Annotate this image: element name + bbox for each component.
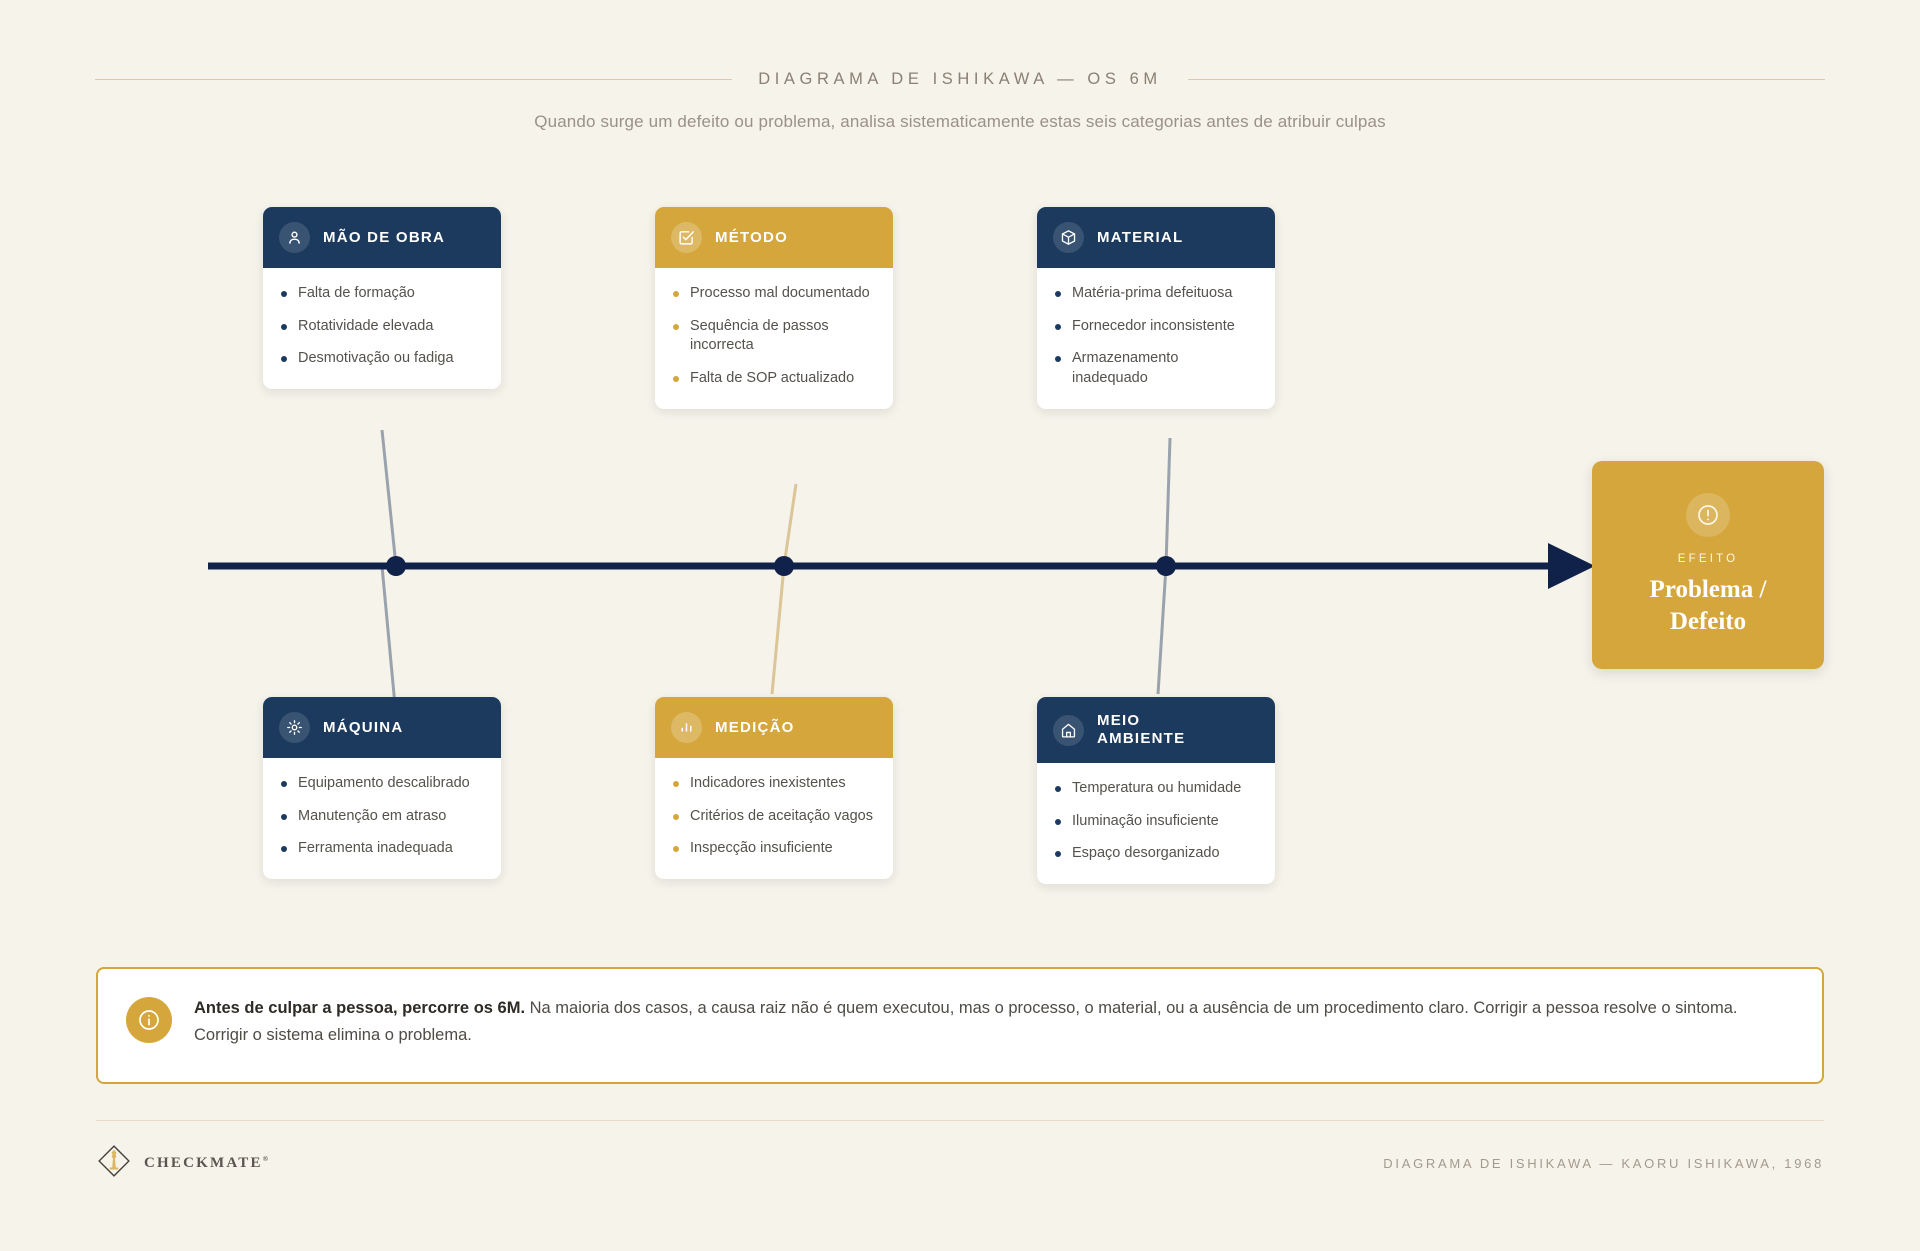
- callout-lead: Antes de culpar a pessoa, percorre os 6M…: [194, 999, 526, 1017]
- check-square-icon: [671, 222, 702, 253]
- callout-text: Antes de culpar a pessoa, percorre os 6M…: [194, 995, 1792, 1050]
- package-box-icon: [1053, 222, 1084, 253]
- page-footer: CHECKMATE® DIAGRAMA DE ISHIKAWA — KAORU …: [96, 1135, 1824, 1191]
- registered-mark: ®: [262, 1154, 271, 1163]
- connector-metodo: [782, 483, 798, 567]
- connector-mao-de-obra: [380, 429, 398, 567]
- list-item: Critérios de aceitação vagos: [673, 807, 875, 827]
- list-item: Iluminação insuficiente: [1055, 812, 1257, 832]
- header-rule-left: [95, 79, 733, 80]
- page-header: DIAGRAMA DE ISHIKAWA — OS 6M Quando surg…: [0, 70, 1920, 132]
- card-header-medicao: MEDIÇÃO: [655, 697, 893, 758]
- card-metodo[interactable]: MÉTODO Processo mal documentado Sequênci…: [655, 207, 893, 409]
- list-item: Temperatura ou humidade: [1055, 779, 1257, 799]
- alert-circle-icon: [1686, 493, 1730, 538]
- effect-label: EFEITO: [1677, 553, 1739, 566]
- card-maquina[interactable]: MÁQUINA Equipamento descalibrado Manuten…: [263, 697, 501, 880]
- list-item: Equipamento descalibrado: [281, 774, 483, 794]
- card-meio-ambiente[interactable]: MEIO AMBIENTE Temperatura ou humidade Il…: [1037, 697, 1275, 885]
- callout-body: Na maioria dos casos, a causa raiz não é…: [194, 999, 1738, 1045]
- list-item: Fornecedor inconsistente: [1055, 317, 1257, 337]
- brand-logo[interactable]: CHECKMATE®: [96, 1143, 270, 1184]
- spine-arrow-head: [1548, 543, 1595, 589]
- card-body-material: Matéria-prima defeituosa Fornecedor inco…: [1037, 268, 1275, 409]
- list-item: Matéria-prima defeituosa: [1055, 284, 1257, 304]
- card-body-maquina: Equipamento descalibrado Manutenção em a…: [263, 758, 501, 879]
- card-title-meio-ambiente: MEIO AMBIENTE: [1097, 712, 1186, 747]
- person-icon: [279, 222, 310, 253]
- checkmate-diamond-icon: [96, 1143, 132, 1184]
- card-header-material: MATERIAL: [1037, 207, 1275, 268]
- list-item: Falta de formação: [281, 284, 483, 304]
- brand-name: CHECKMATE®: [144, 1154, 271, 1171]
- callout-box: Antes de culpar a pessoa, percorre os 6M…: [96, 967, 1824, 1084]
- list-item: Manutenção em atraso: [281, 807, 483, 827]
- list-item: Inspecção insuficiente: [673, 839, 875, 859]
- page-title: DIAGRAMA DE ISHIKAWA — OS 6M: [758, 70, 1162, 88]
- header-rule-right: [1187, 79, 1825, 80]
- bar-chart-icon: [671, 712, 702, 743]
- page-subtitle: Quando surge um defeito ou problema, ana…: [534, 112, 1386, 131]
- list-item: Rotatividade elevada: [281, 317, 483, 337]
- card-title-maquina: MÁQUINA: [323, 718, 404, 736]
- card-title-material: MATERIAL: [1097, 228, 1184, 246]
- card-header-meio-ambiente: MEIO AMBIENTE: [1037, 697, 1275, 763]
- card-mao-de-obra[interactable]: MÃO DE OBRA Falta de formação Rotativida…: [263, 207, 501, 390]
- list-item: Sequência de passos incorrecta: [673, 317, 875, 356]
- card-body-metodo: Processo mal documentado Sequência de pa…: [655, 268, 893, 409]
- list-item: Processo mal documentado: [673, 284, 875, 304]
- spine-node-3: [1156, 556, 1176, 576]
- spine-node-2: [774, 556, 794, 576]
- list-item: Indicadores inexistentes: [673, 774, 875, 794]
- connector-maquina: [380, 565, 398, 717]
- card-body-meio-ambiente: Temperatura ou humidade Iluminação insuf…: [1037, 763, 1275, 884]
- card-title-mao-de-obra: MÃO DE OBRA: [323, 228, 446, 246]
- card-title-medicao: MEDIÇÃO: [715, 718, 795, 736]
- card-header-mao-de-obra: MÃO DE OBRA: [263, 207, 501, 268]
- card-header-metodo: MÉTODO: [655, 207, 893, 268]
- list-item: Desmotivação ou fadiga: [281, 349, 483, 369]
- list-item: Falta de SOP actualizado: [673, 369, 875, 389]
- effect-title-line1: Problema /: [1649, 576, 1767, 604]
- gear-icon: [279, 712, 310, 743]
- home-icon: [1053, 714, 1084, 746]
- card-body-medicao: Indicadores inexistentes Critérios de ac…: [655, 758, 893, 879]
- card-header-maquina: MÁQUINA: [263, 697, 501, 758]
- list-item: Armazenamento inadequado: [1055, 349, 1257, 388]
- info-circle-icon: [126, 997, 172, 1043]
- connector-meio-ambiente: [1156, 565, 1168, 695]
- card-medicao[interactable]: MEDIÇÃO Indicadores inexistentes Critéri…: [655, 697, 893, 880]
- connector-material: [1164, 437, 1172, 567]
- spine-node-1: [386, 556, 406, 576]
- card-material[interactable]: MATERIAL Matéria-prima defeituosa Fornec…: [1037, 207, 1275, 409]
- card-title-metodo: MÉTODO: [715, 228, 789, 246]
- card-body-mao-de-obra: Falta de formação Rotatividade elevada D…: [263, 268, 501, 389]
- connector-medicao: [770, 565, 786, 695]
- footer-divider: [96, 1120, 1824, 1121]
- effect-box[interactable]: EFEITO Problema / Defeito: [1592, 461, 1824, 669]
- list-item: Ferramenta inadequada: [281, 839, 483, 859]
- header-eyebrow-row: DIAGRAMA DE ISHIKAWA — OS 6M: [0, 70, 1920, 89]
- effect-title: Problema / Defeito: [1650, 574, 1767, 637]
- footer-note: DIAGRAMA DE ISHIKAWA — KAORU ISHIKAWA, 1…: [1383, 1155, 1824, 1171]
- list-item: Espaço desorganizado: [1055, 844, 1257, 864]
- effect-title-line2: Defeito: [1669, 607, 1747, 635]
